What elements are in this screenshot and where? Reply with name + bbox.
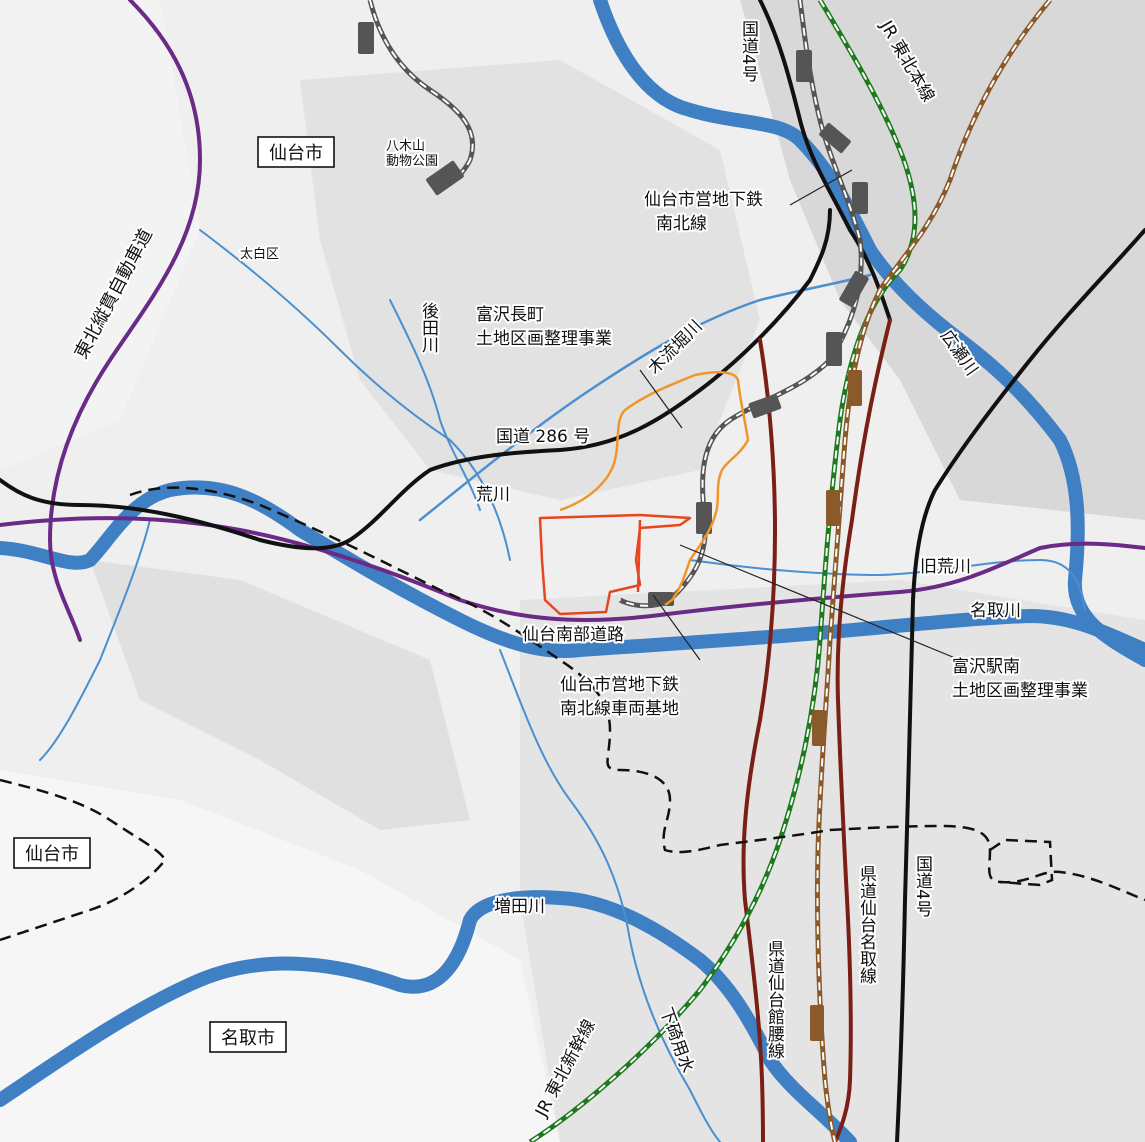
- label-yagiyama-zoo-line2: 動物公園: [386, 154, 438, 169]
- city-label-natori: 名取市: [209, 1021, 287, 1053]
- city-label-sendai-north: 仙台市: [257, 136, 335, 168]
- label-project-nagamachi-line1: 富沢長町: [476, 305, 544, 325]
- svg-text:仙台市: 仙台市: [25, 844, 79, 865]
- city-boundary: [129, 486, 1145, 902]
- station-marker: [810, 1005, 824, 1041]
- svg-text:仙台市: 仙台市: [269, 143, 323, 164]
- boundaries: [0, 486, 1145, 942]
- ushiroda-stream-2: [389, 299, 481, 511]
- kyu-arakawa-stream: [689, 559, 1086, 611]
- label-project-nagamachi: 富沢長町 土地区画整理事業: [476, 305, 612, 349]
- label-project-ekiminami-line1: 富沢駅南: [952, 657, 1020, 677]
- label-subway-depot-line2: 南北線車両基地: [560, 699, 679, 719]
- station-marker: [648, 592, 674, 606]
- label-route286: 国道 286 号: [496, 427, 590, 447]
- tohoku-expressway: [48, 0, 202, 642]
- station-marker: [852, 182, 868, 214]
- pref-sendai-natori-road: [833, 318, 892, 1142]
- leader-lines: [639, 169, 961, 661]
- pref-sendai-tatekoshi-road: [741, 338, 777, 1142]
- label-ushiroda-river: 後田川: [418, 302, 439, 353]
- station-marker: [748, 393, 782, 419]
- tomizawa-ekiminami-area: [538, 513, 692, 616]
- city-boundary: [989, 838, 1054, 887]
- station-marker: [826, 490, 840, 526]
- city-boundary: [0, 778, 167, 942]
- label-pref-sendai-natori: 県道仙台名取線: [856, 865, 877, 984]
- station-marker: [848, 370, 862, 406]
- pref-roads: [741, 318, 892, 1142]
- route-286: [0, 208, 832, 551]
- label-masuda-river: 増田川: [494, 897, 545, 917]
- station-marker: [426, 160, 464, 196]
- railways: [367, 0, 1052, 1142]
- station-marker: [812, 710, 826, 746]
- tomizawa-nagamachi-area: [559, 371, 750, 607]
- sendai-nanbu-road: [0, 516, 1145, 622]
- shimozai-stream: [499, 649, 721, 1142]
- hirose-river: [593, 0, 1145, 667]
- project-areas: [538, 371, 750, 616]
- label-yagiyama-zoo-line1: 八木山: [386, 139, 425, 154]
- label-route4-north: 国道4号: [738, 20, 759, 83]
- svg-text:名取市: 名取市: [221, 1028, 275, 1049]
- label-sendai-nanbu-road: 仙台南部道路: [522, 625, 624, 645]
- station-marker: [696, 502, 712, 534]
- label-subway-depot: 仙台市営地下鉄 南北線車両基地: [560, 675, 684, 719]
- label-project-nagamachi-line2: 土地区画整理事業: [476, 329, 612, 349]
- route-4-east: [895, 228, 1145, 1142]
- label-pref-sendai-tatekoshi: 県道仙台館腰線: [764, 940, 785, 1059]
- expressways: [0, 0, 1145, 642]
- stations: [358, 22, 869, 1041]
- label-yagiyama-zoo: 八木山 動物公園: [386, 139, 438, 169]
- label-subway-namboku-line2: 南北線: [656, 214, 707, 234]
- label-route4-south: 国道4号: [912, 855, 933, 918]
- label-project-ekiminami-line2: 土地区画整理事業: [952, 681, 1088, 701]
- station-marker: [839, 271, 869, 307]
- label-subway-namboku-line1: 仙台市営地下鉄: [644, 190, 763, 210]
- masuda-river: [0, 890, 857, 1142]
- station-marker: [796, 50, 812, 82]
- label-subway-depot-line1: 仙台市営地下鉄: [560, 675, 679, 695]
- natori-river: [0, 480, 1145, 658]
- west-stream: [39, 519, 151, 761]
- label-natori-river: 名取川: [970, 601, 1021, 621]
- label-arakawa: 荒川: [476, 485, 510, 505]
- route-4-north: [758, 0, 892, 322]
- station-marker: [358, 22, 374, 54]
- ushiroda-stream: [199, 229, 511, 561]
- label-subway-namboku: 仙台市営地下鉄 南北線: [644, 190, 768, 234]
- label-kyu-arakawa: 旧荒川: [920, 557, 971, 577]
- city-label-sendai-south: 仙台市: [13, 837, 91, 869]
- station-marker: [819, 123, 851, 153]
- label-project-ekiminami: 富沢駅南 土地区画整理事業: [952, 657, 1088, 701]
- station-marker: [826, 332, 842, 366]
- label-taihaku-ku: 太白区: [240, 246, 279, 262]
